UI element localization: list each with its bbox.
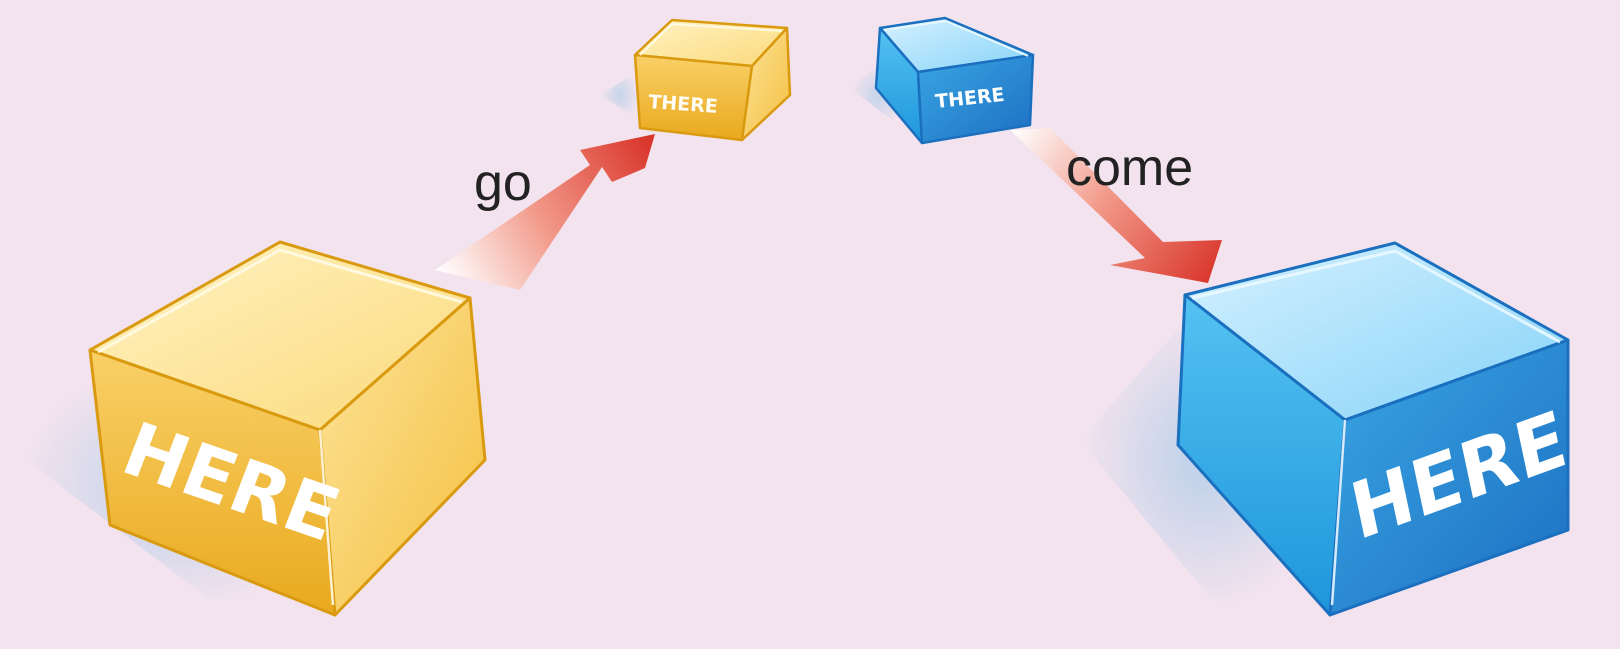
go-arrow: [435, 134, 655, 290]
shadow-here-right: [1080, 310, 1330, 610]
label-go: go: [474, 154, 532, 212]
cube-here-yellow: HERE: [88, 240, 487, 617]
cube-label-there-left: THERE: [648, 91, 719, 118]
shadow-there-left: [600, 70, 640, 120]
label-come: come: [1066, 139, 1193, 197]
shadow-there-right: [850, 62, 905, 130]
cube-there-blue: THERE: [874, 16, 1035, 145]
cube-here-blue: HERE: [1176, 241, 1574, 617]
come-arrow: [1010, 128, 1222, 283]
cube-there-yellow: THERE: [633, 18, 792, 142]
